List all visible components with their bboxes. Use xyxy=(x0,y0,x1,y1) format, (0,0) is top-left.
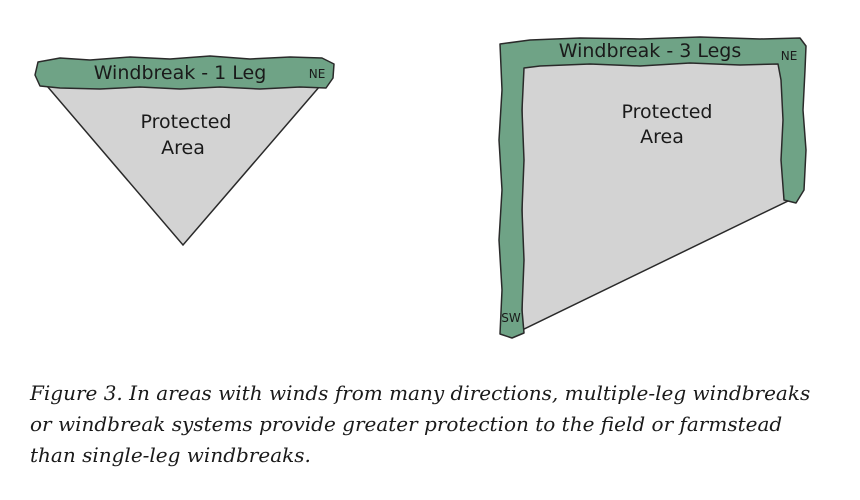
protected-area-label-line1: Protected xyxy=(622,101,713,123)
single-leg-diagram: Windbreak - 1 Leg NE Protected Area xyxy=(34,55,335,247)
windbreak-1-leg-title: Windbreak - 1 Leg xyxy=(94,62,267,84)
protected-area-label-line2: Area xyxy=(640,126,684,148)
windbreak-3-legs-title: Windbreak - 3 Legs xyxy=(559,40,742,62)
protected-area-triangle xyxy=(45,85,322,247)
three-leg-diagram: Windbreak - 3 Legs NE SW Protected Area xyxy=(498,36,807,339)
figure-caption: Figure 3. In areas with winds from many … xyxy=(30,381,811,467)
direction-ne-label: NE xyxy=(781,49,798,63)
direction-ne-label: NE xyxy=(309,67,326,81)
protected-area-label-line1: Protected xyxy=(141,111,232,133)
windbreak-band-1-leg xyxy=(34,55,335,90)
protected-area-label-line2: Area xyxy=(161,137,205,159)
windbreak-band-3-legs xyxy=(498,36,807,339)
direction-sw-label: SW xyxy=(501,311,521,325)
